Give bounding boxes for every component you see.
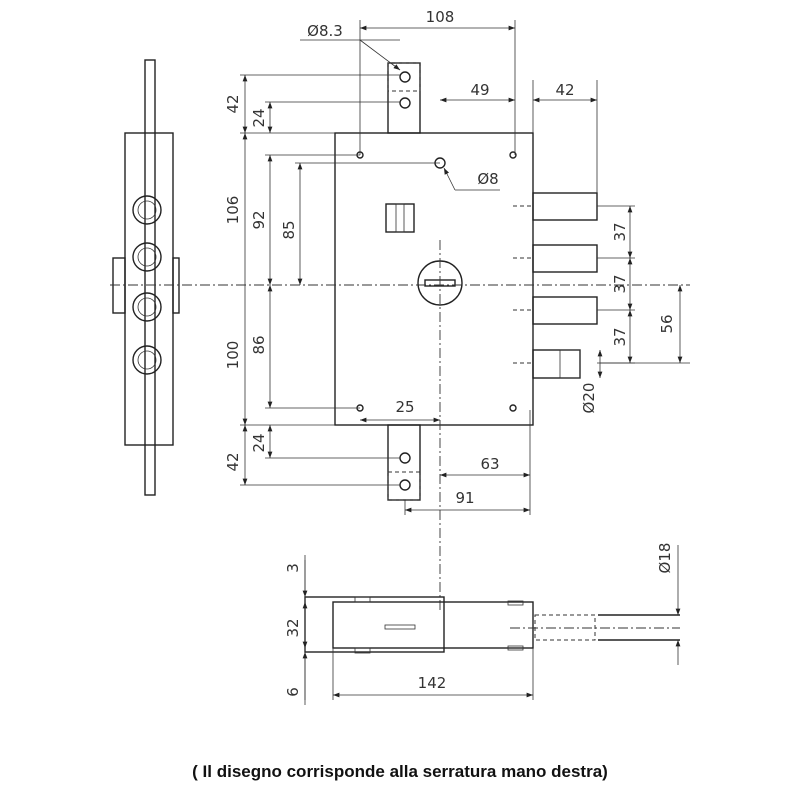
side-view bbox=[302, 545, 681, 705]
dim-24-top: 24 bbox=[250, 108, 268, 127]
dim-63: 63 bbox=[480, 455, 499, 473]
dim-86: 86 bbox=[250, 335, 268, 354]
dimension-lines bbox=[240, 20, 690, 515]
dim-bolt-d18: Ø18 bbox=[656, 543, 674, 574]
dimension-labels: 108 Ø8.3 49 42 42 24 106 92 85 Ø8 37 37 … bbox=[224, 8, 676, 697]
dim-91: 91 bbox=[455, 489, 474, 507]
dim-32: 32 bbox=[284, 618, 302, 637]
dim-100: 100 bbox=[224, 341, 242, 370]
bolt-holes bbox=[132, 195, 162, 375]
dim-37-a: 37 bbox=[611, 222, 629, 241]
dim-49: 49 bbox=[470, 81, 489, 99]
dim-37-c: 37 bbox=[611, 327, 629, 346]
dim-37-b: 37 bbox=[611, 274, 629, 293]
lock-bolts bbox=[513, 192, 598, 379]
lock-body bbox=[334, 62, 598, 501]
drawing-caption: ( Il disegno corrisponde alla serratura … bbox=[192, 762, 608, 781]
dim-6: 6 bbox=[284, 687, 302, 697]
dim-106: 106 bbox=[224, 196, 242, 225]
dim-hole-d8: Ø8 bbox=[477, 170, 498, 188]
dim-24-bottom: 24 bbox=[250, 433, 268, 452]
dim-142: 142 bbox=[418, 674, 447, 692]
dim-85: 85 bbox=[280, 220, 298, 239]
dim-92: 92 bbox=[250, 210, 268, 229]
dim-42-bottom: 42 bbox=[224, 452, 242, 471]
dim-42-bolt: 42 bbox=[555, 81, 574, 99]
dim-bolt-d20: Ø20 bbox=[580, 383, 598, 414]
front-plate-view bbox=[112, 59, 180, 496]
dim-56: 56 bbox=[658, 314, 676, 333]
dim-3: 3 bbox=[284, 563, 302, 573]
dim-25: 25 bbox=[395, 398, 414, 416]
dim-hole-d8-3: Ø8.3 bbox=[307, 22, 343, 40]
dim-108: 108 bbox=[426, 8, 455, 26]
dim-42-top: 42 bbox=[224, 94, 242, 113]
